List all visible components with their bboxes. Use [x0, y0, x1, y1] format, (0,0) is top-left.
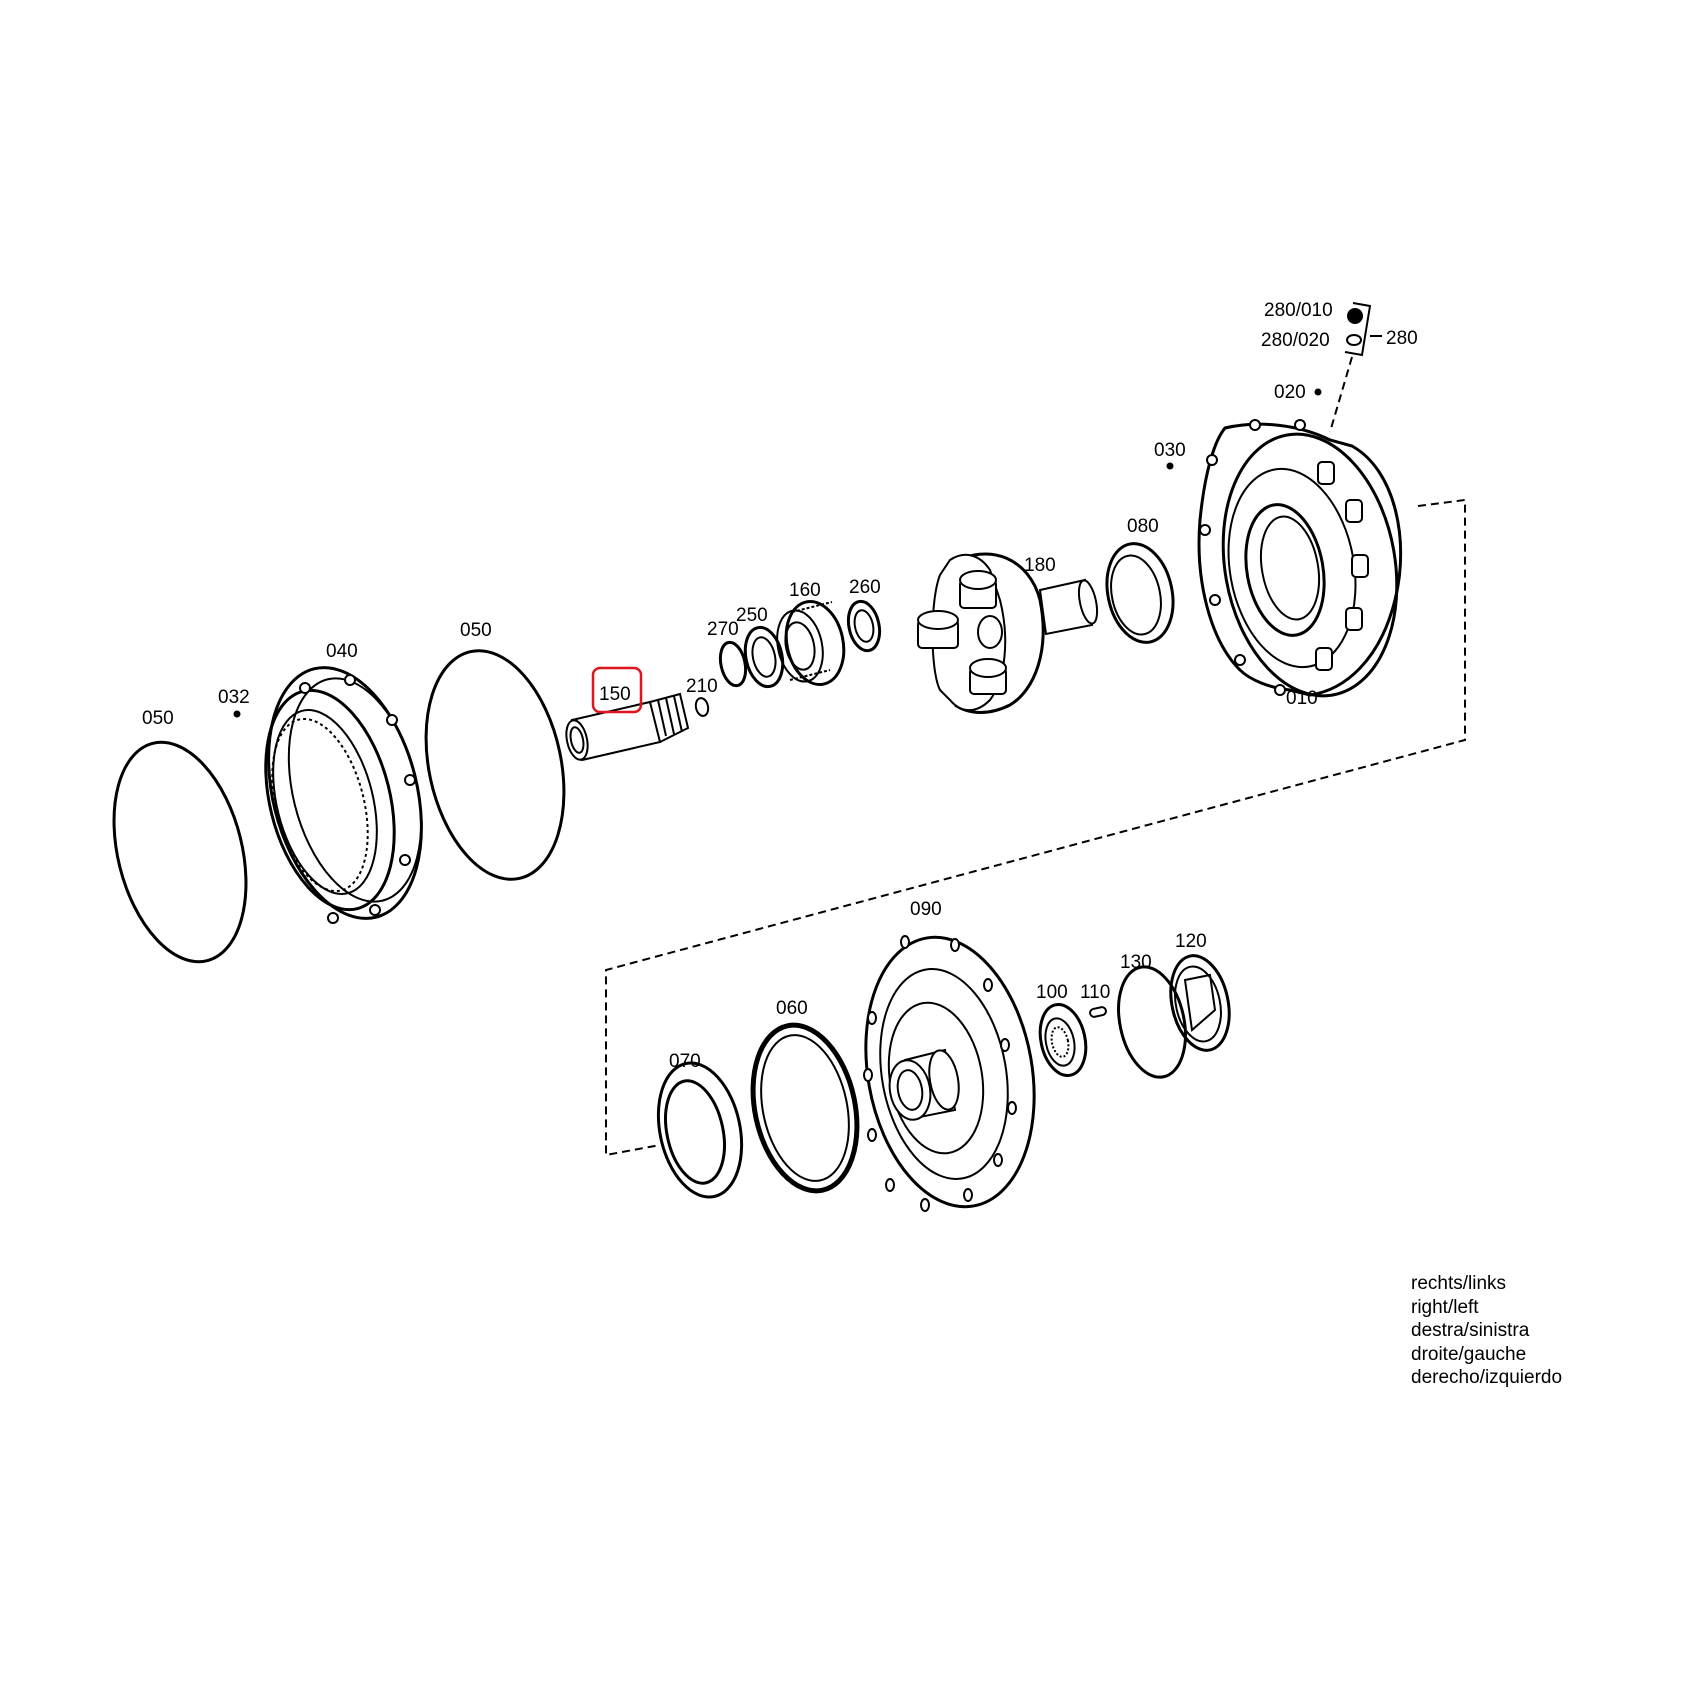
legend-line: destra/sinistra: [1411, 1320, 1530, 1341]
label-270[interactable]: 270: [707, 619, 739, 640]
label-010[interactable]: 010: [1286, 688, 1318, 709]
label-070[interactable]: 070: [669, 1051, 701, 1072]
legend-line: rechts/links: [1411, 1273, 1507, 1294]
part-100-bearing[interactable]: [1034, 1000, 1092, 1080]
part-160-planet-gear[interactable]: [771, 596, 851, 690]
part-280-dashed-leader: [1329, 356, 1353, 433]
label-100[interactable]: 100: [1036, 982, 1068, 1003]
part-040-ring-gear[interactable]: [244, 651, 446, 934]
label-280-020[interactable]: 280/020: [1261, 330, 1330, 351]
part-032-marker: [233, 710, 241, 718]
label-090[interactable]: 090: [910, 899, 942, 920]
part-030-marker: [1166, 462, 1174, 470]
part-250-bearing[interactable]: [740, 624, 788, 690]
part-260-bearing[interactable]: [844, 598, 884, 653]
label-080[interactable]: 080: [1127, 516, 1159, 537]
part-020-marker: [1314, 388, 1322, 396]
label-250[interactable]: 250: [736, 605, 768, 626]
label-280[interactable]: 280: [1386, 328, 1418, 349]
label-050-right[interactable]: 050: [460, 620, 492, 641]
part-270-ring[interactable]: [717, 640, 750, 688]
label-040[interactable]: 040: [326, 641, 358, 662]
label-020[interactable]: 020: [1274, 382, 1306, 403]
label-110[interactable]: 110: [1080, 982, 1110, 1003]
label-030[interactable]: 030: [1154, 440, 1186, 461]
part-010-housing[interactable]: [1197, 419, 1417, 710]
part-280-bracket: [1344, 302, 1372, 357]
part-090-wheel-hub[interactable]: [846, 924, 1055, 1220]
label-150[interactable]: 150: [599, 684, 631, 705]
label-260[interactable]: 260: [849, 577, 881, 598]
part-280-020-washer[interactable]: [1346, 334, 1362, 346]
part-180-planet-carrier[interactable]: [917, 552, 1100, 714]
label-120[interactable]: 120: [1175, 931, 1207, 952]
assembly-dashed-frame: [605, 498, 1466, 1157]
part-120-cover[interactable]: [1163, 950, 1238, 1056]
label-280-010[interactable]: 280/010: [1264, 300, 1333, 321]
legend-line: droite/gauche: [1411, 1343, 1527, 1365]
part-050-oring-right[interactable]: [406, 638, 583, 892]
part-210-ring[interactable]: [694, 697, 710, 717]
part-080-seal[interactable]: [1098, 537, 1181, 648]
part-050-oring-left[interactable]: [93, 728, 268, 975]
part-060-seal-ring[interactable]: [739, 1015, 872, 1200]
label-060[interactable]: 060: [776, 998, 808, 1019]
label-180[interactable]: 180: [1024, 555, 1056, 576]
part-110-pin[interactable]: [1089, 1006, 1107, 1018]
part-130-oring[interactable]: [1109, 961, 1195, 1084]
label-130[interactable]: 130: [1120, 952, 1152, 973]
part-280-010-plug[interactable]: [1347, 308, 1363, 324]
legend-line: right/left: [1411, 1296, 1479, 1318]
part-070-seal[interactable]: [647, 1055, 754, 1205]
label-032[interactable]: 032: [218, 687, 250, 708]
highlight-box-150: [591, 666, 643, 714]
label-210[interactable]: 210: [686, 676, 718, 697]
part-150-sun-shaft[interactable]: [563, 692, 690, 762]
side-legend: rechts/links right/left destra/sinistra …: [1411, 1272, 1562, 1390]
label-050-left[interactable]: 050: [142, 708, 174, 729]
legend-line: derecho/izquierdo: [1411, 1367, 1563, 1388]
label-160[interactable]: 160: [789, 580, 821, 601]
